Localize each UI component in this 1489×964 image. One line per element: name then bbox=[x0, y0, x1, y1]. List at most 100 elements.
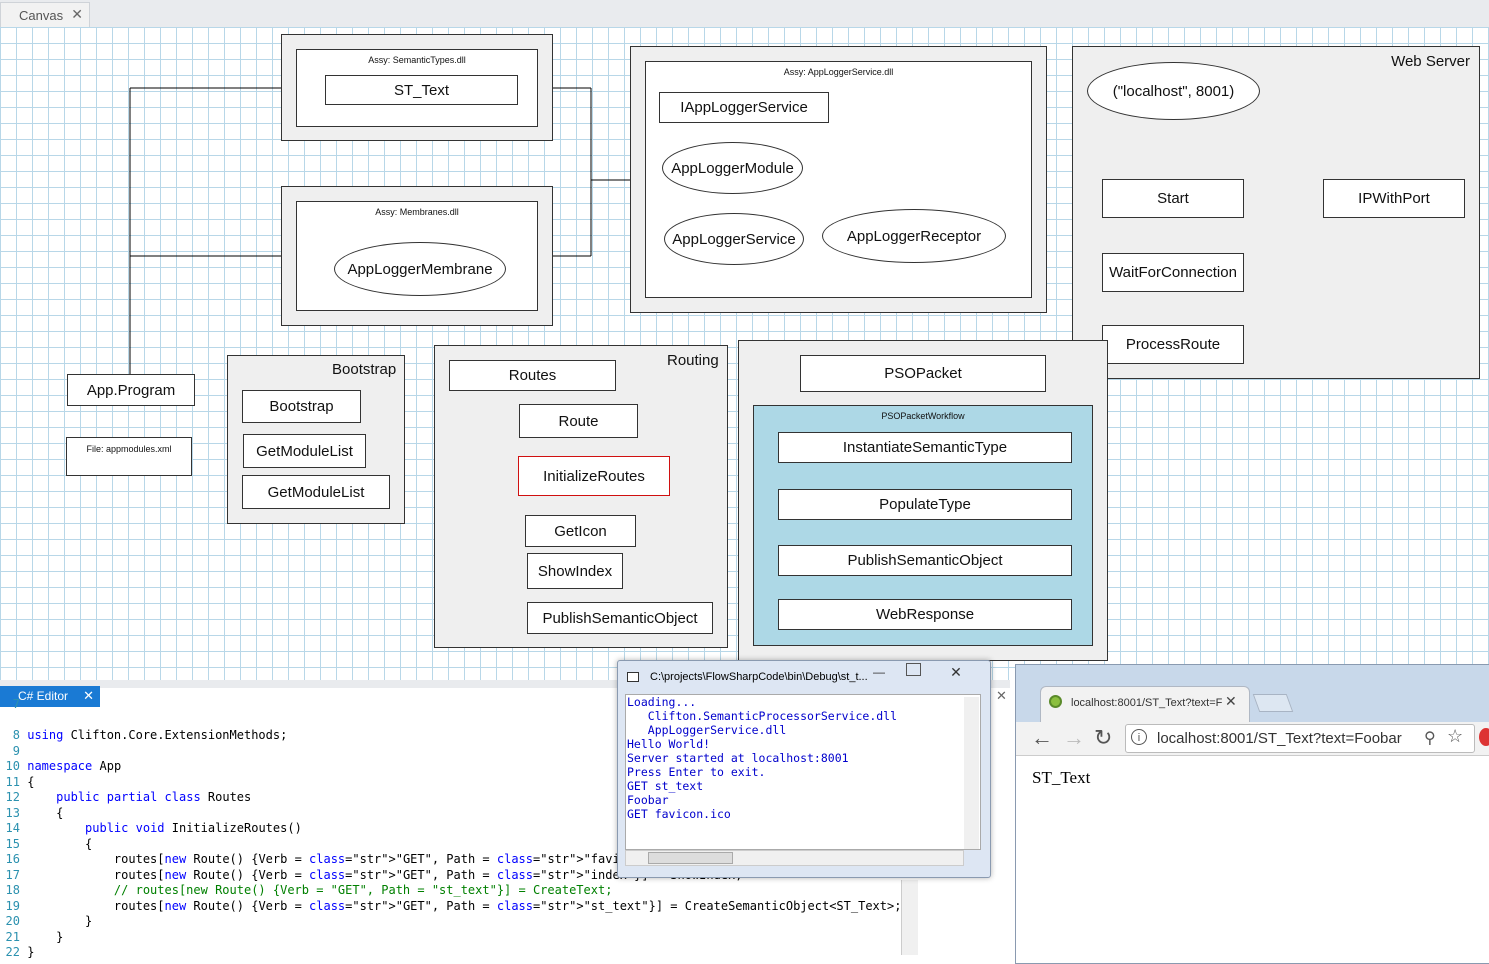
code-text: public partial class Routes bbox=[56, 790, 252, 804]
code-line: 17 routes[new Route() {Verb = class="str… bbox=[0, 868, 743, 884]
code-text: // routes[new Route() {Verb = "GET", Pat… bbox=[27, 883, 613, 897]
line-number: 14 bbox=[5, 821, 20, 835]
wait-for-connection-box[interactable]: WaitForConnection bbox=[1102, 253, 1244, 292]
workflow-step[interactable]: WebResponse bbox=[778, 599, 1072, 630]
console-line: Server started at localhost:8001 bbox=[627, 751, 849, 765]
code-line: 22 } bbox=[0, 945, 35, 961]
code-text: routes[new Route() {Verb = class="str">"… bbox=[27, 898, 902, 913]
app-program-box[interactable]: App.Program bbox=[67, 374, 195, 406]
code-text: } bbox=[27, 945, 35, 959]
console-output[interactable] bbox=[625, 694, 981, 850]
app-logger-service-ellipse[interactable]: AppLoggerService bbox=[664, 213, 804, 265]
app-logger-module-ellipse[interactable]: AppLoggerModule bbox=[662, 142, 803, 194]
initialize-routes-box[interactable]: InitializeRoutes bbox=[518, 456, 670, 496]
line-number: 21 bbox=[5, 929, 20, 944]
code-text: { bbox=[27, 805, 64, 820]
code-line: 13 { bbox=[0, 805, 64, 822]
console-line: GET favicon.ico bbox=[627, 807, 731, 821]
console-line: GET st_text bbox=[627, 779, 704, 793]
info-icon[interactable]: i bbox=[1131, 729, 1147, 745]
forward-icon[interactable]: → bbox=[1063, 725, 1085, 750]
ipwithport-box[interactable]: IPWithPort bbox=[1323, 179, 1465, 218]
extension-icon[interactable] bbox=[1479, 728, 1489, 746]
editor-tab-label: C# Editor bbox=[18, 689, 69, 703]
address-bar[interactable]: localhost:8001/ST_Text?text=Foobar bbox=[1125, 724, 1475, 753]
close-icon[interactable]: ✕ bbox=[1225, 693, 1237, 709]
iapp-logger-service-box[interactable]: IAppLoggerService bbox=[659, 92, 829, 123]
close-icon[interactable]: ✕ bbox=[996, 688, 1007, 703]
bootstrap-title: Bootstrap bbox=[332, 361, 397, 378]
web-server-title: Web Server bbox=[1391, 53, 1470, 70]
app-logger-receptor-ellipse[interactable]: AppLoggerReceptor bbox=[822, 209, 1006, 263]
get-module-list-box[interactable]: GetModuleList bbox=[243, 434, 366, 468]
workflow-step[interactable]: PublishSemanticObject bbox=[778, 545, 1072, 576]
tab-canvas[interactable]: Canvas ✕ bbox=[0, 2, 90, 27]
close-icon[interactable]: ✕ bbox=[71, 6, 83, 22]
line-number: 20 bbox=[5, 914, 20, 928]
pso-packet-box[interactable]: PSOPacket bbox=[800, 355, 1046, 392]
get-icon-box[interactable]: GetIcon bbox=[525, 515, 636, 547]
code-line-partial: 7 bbox=[12, 697, 20, 711]
show-index-box[interactable]: ShowIndex bbox=[527, 553, 623, 589]
browser-tab-title: localhost:8001/ST_Text?text=F bbox=[1071, 697, 1223, 709]
reload-icon[interactable]: ↻ bbox=[1094, 725, 1113, 750]
close-icon[interactable]: ✕ bbox=[950, 664, 962, 680]
line-number: 13 bbox=[5, 805, 20, 820]
workflow-step[interactable]: InstantiateSemanticType bbox=[778, 432, 1072, 463]
routes-box[interactable]: Routes bbox=[449, 360, 616, 391]
console-app-icon bbox=[627, 672, 639, 682]
code-text: } bbox=[27, 914, 93, 928]
line-number: 17 bbox=[5, 867, 20, 882]
get-module-list-box[interactable]: GetModuleList bbox=[242, 475, 390, 509]
app-logger-membrane-ellipse[interactable]: AppLoggerMembrane bbox=[334, 242, 506, 296]
route-box[interactable]: Route bbox=[519, 404, 638, 438]
code-text: namespace App bbox=[27, 759, 122, 773]
bootstrap-box[interactable]: Bootstrap bbox=[242, 390, 361, 423]
code-line: 15 { bbox=[0, 836, 93, 853]
code-line: 12 public partial class Routes bbox=[0, 790, 252, 806]
back-icon[interactable]: ← bbox=[1031, 725, 1053, 750]
console-line: Clifton.SemanticProcessorService.dll bbox=[627, 709, 898, 723]
browser-tab[interactable]: localhost:8001/ST_Text?text=F bbox=[1040, 686, 1250, 722]
line-number: 9 bbox=[12, 743, 20, 758]
console-line: Hello World! bbox=[627, 737, 711, 751]
url-text: localhost:8001/ST_Text?text=Foobar bbox=[1157, 730, 1402, 747]
line-number: 15 bbox=[5, 836, 20, 851]
console-line: Foobar bbox=[627, 793, 669, 807]
zoom-icon[interactable]: ⚲ bbox=[1424, 730, 1436, 747]
maximize-icon[interactable] bbox=[906, 663, 921, 676]
assembly-caption: Assy: AppLoggerService.dll bbox=[783, 67, 894, 77]
tab-csharp-editor[interactable]: C# Editor ✕ bbox=[0, 686, 100, 707]
publish-semantic-object-box[interactable]: PublishSemanticObject bbox=[527, 602, 713, 634]
console-line: AppLoggerService.dll bbox=[627, 723, 787, 737]
line-number: 12 bbox=[5, 790, 20, 804]
assembly-caption: Assy: Membranes.dll bbox=[375, 207, 459, 217]
line-number: 8 bbox=[12, 728, 20, 742]
line-number: 22 bbox=[5, 945, 20, 959]
file-note-box[interactable]: File: appmodules.xml bbox=[66, 437, 192, 476]
routing-group[interactable] bbox=[434, 345, 728, 648]
start-box[interactable]: Start bbox=[1102, 179, 1244, 218]
endpoint-ellipse[interactable]: ("localhost", 8001) bbox=[1087, 62, 1260, 120]
console-vertical-scrollbar[interactable] bbox=[964, 697, 979, 849]
new-tab-button[interactable] bbox=[1252, 694, 1294, 712]
st-text-box[interactable]: ST_Text bbox=[325, 75, 518, 105]
close-icon[interactable]: ✕ bbox=[83, 688, 94, 703]
workflow-step[interactable]: PopulateType bbox=[778, 489, 1072, 520]
line-number: 19 bbox=[5, 898, 20, 913]
page-content: ST_Text bbox=[1032, 768, 1091, 787]
bookmark-star-icon[interactable]: ☆ bbox=[1447, 726, 1464, 746]
process-route-box[interactable]: ProcessRoute bbox=[1102, 325, 1244, 364]
code-line: 9 bbox=[0, 744, 27, 760]
code-line: 14 public void InitializeRoutes() bbox=[0, 821, 302, 837]
code-line: 11 { bbox=[0, 774, 35, 791]
line-number: 16 bbox=[5, 852, 20, 866]
code-text: { bbox=[27, 774, 35, 789]
scrollbar-thumb[interactable] bbox=[648, 852, 733, 864]
routing-title: Routing bbox=[667, 352, 719, 369]
code-line: 18 // routes[new Route() {Verb = "GET", … bbox=[0, 883, 613, 899]
document-tab-strip bbox=[0, 0, 1489, 27]
minimize-icon[interactable]: — bbox=[873, 665, 885, 679]
editor-scrollbar[interactable] bbox=[901, 880, 918, 955]
favicon-icon bbox=[1049, 695, 1062, 708]
